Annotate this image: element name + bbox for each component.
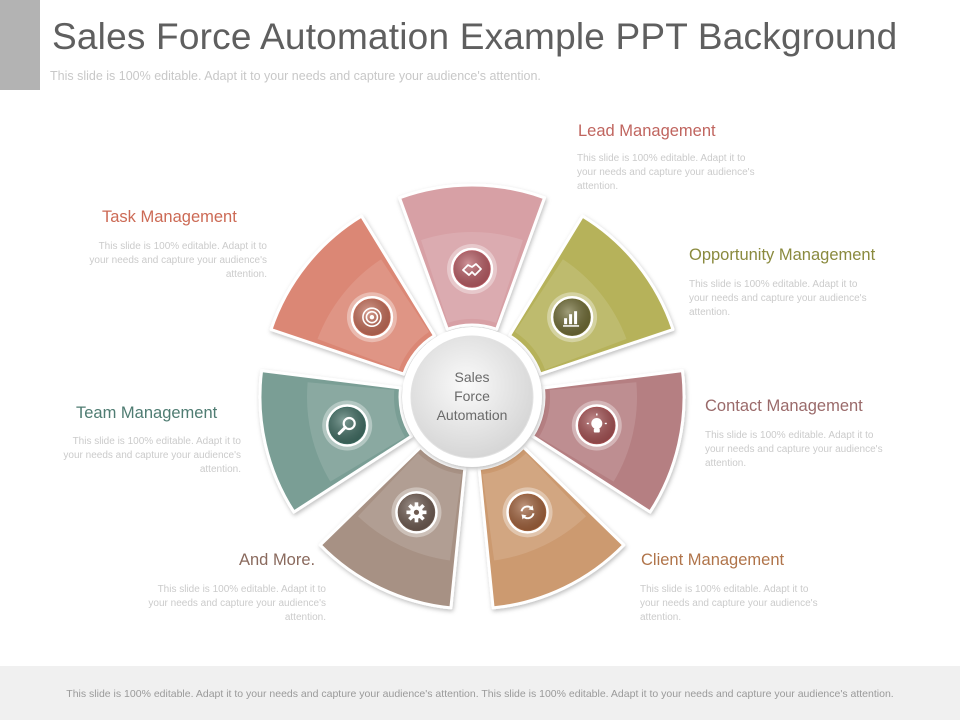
center-hub <box>410 335 534 459</box>
lightbulb-icon <box>571 400 622 451</box>
petal-task-management <box>269 214 436 376</box>
title-accent-bar <box>0 0 40 90</box>
center-label-line-1: Sales <box>454 369 490 385</box>
label-and-more: And More. <box>239 551 316 569</box>
footer-band <box>0 666 960 720</box>
desc-and-more: This slide is 100% editable. Adapt it to… <box>148 584 326 623</box>
desc-team-management: This slide is 100% editable. Adapt it to… <box>63 436 241 475</box>
search-icon <box>322 400 373 451</box>
label-team-management: Team Management <box>76 404 218 422</box>
petal-opportunity-management <box>508 214 675 376</box>
desc-lead-management: This slide is 100% editable. Adapt it to… <box>577 153 755 192</box>
label-client-management: Client Management <box>641 551 785 569</box>
desc-contact-management: This slide is 100% editable. Adapt it to… <box>705 430 883 469</box>
page-title: Sales Force Automation Example PPT Backg… <box>52 16 898 57</box>
center-label: Sales Force Automation <box>412 368 532 425</box>
label-opportunity-management: Opportunity Management <box>689 246 876 264</box>
petal-and-more <box>318 445 467 610</box>
desc-task-management: This slide is 100% editable. Adapt it to… <box>89 241 267 280</box>
refresh-icon <box>502 487 553 538</box>
label-contact-management: Contact Management <box>705 397 863 415</box>
bar-chart-icon <box>547 292 598 343</box>
label-task-management: Task Management <box>102 208 237 226</box>
target-icon <box>346 292 397 343</box>
handshake-icon <box>447 244 497 294</box>
center-label-line-3: Automation <box>436 407 508 423</box>
gear-icon <box>391 487 442 538</box>
petal-client-management <box>477 445 626 610</box>
label-lead-management: Lead Management <box>578 122 716 140</box>
footer-text: This slide is 100% editable. Adapt it to… <box>66 688 894 700</box>
center-label-line-2: Force <box>454 388 490 404</box>
desc-opportunity-management: This slide is 100% editable. Adapt it to… <box>689 279 867 318</box>
page-subtitle: This slide is 100% editable. Adapt it to… <box>50 69 541 83</box>
desc-client-management: This slide is 100% editable. Adapt it to… <box>640 584 818 623</box>
